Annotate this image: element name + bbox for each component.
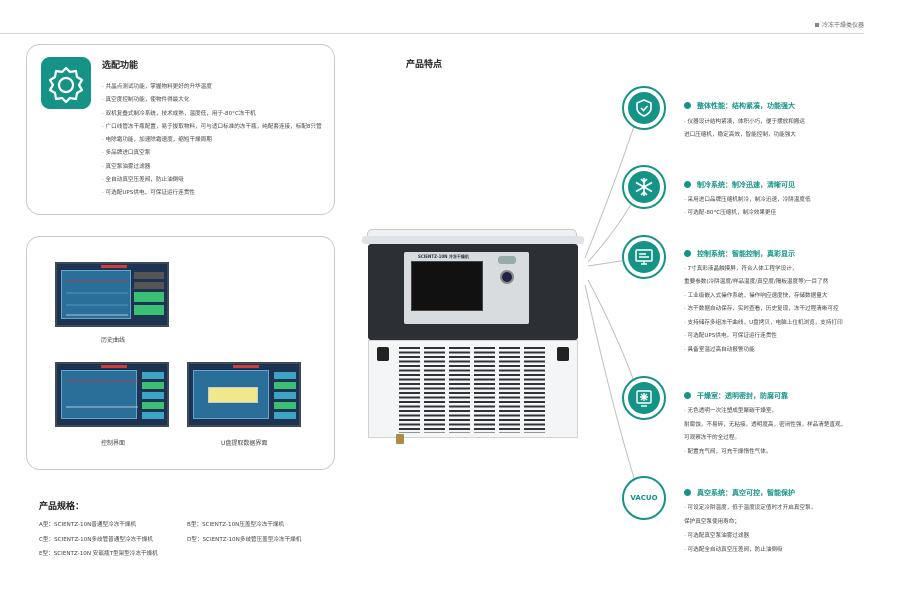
machine-lid-base [362, 236, 584, 244]
options-list: · 共晶点测试功能，掌握物料更好的升华温度 · 真空度控制功能，使物件得最大化 … [102, 81, 322, 201]
usb-caption: U盘提取数据界面 [221, 440, 268, 447]
feature-line: 耐腐蚀，不易碎，无粘接，透明度高，密闭性强，样品清楚直观， [684, 422, 847, 428]
feature-circle-vacuum: VACUO [622, 476, 666, 520]
feature-line: · 具备室温过高自动报警功能 [684, 347, 755, 353]
control-screenshot [55, 362, 169, 427]
feature-line: · 支持储存多组冻干曲线，U盘拷贝，电脑上位机浏览，支持打印 [684, 320, 843, 326]
options-title: 选配功能 [102, 61, 139, 71]
machine-body [368, 340, 578, 438]
list-item: · 真空度控制功能，使物件得最大化 [102, 97, 190, 104]
spec-item: B型：SCIENTZ-10N压盖型冷冻干燥机 [187, 522, 285, 528]
power-knob-icon [500, 270, 514, 284]
feature-line: 重要参数(冷阱温度/样品温度/真空度/隔板温度等)一目了然 [684, 279, 829, 285]
feature-heading: 真空系统：真空可控，智能保护 [697, 489, 795, 497]
feature-line: · 可选配-80°C压缩机，制冷效果更佳 [684, 210, 777, 216]
shield-check-icon [628, 92, 660, 124]
feature-circle-refrigeration [622, 165, 666, 209]
vent-grille [449, 347, 470, 433]
vacuo-label: VACUO [630, 494, 658, 502]
list-item: · 全自动真空压差阀，防止油倒吸 [102, 177, 184, 184]
vent-grille [474, 347, 495, 433]
feature-circle-performance [622, 86, 666, 130]
history-curve-screenshot [55, 262, 169, 327]
machine-front-panel: SCIENTZ-10N 冷冻干燥机 [368, 244, 578, 340]
feature-circle-control [622, 235, 666, 279]
list-item: · 共晶点测试功能，掌握物料更好的升华温度 [102, 84, 212, 90]
side-port-icon [557, 347, 569, 361]
feature-line: · 可选配UPS供电，可保证运行连贯性 [684, 333, 777, 339]
feature-line: · 7寸真彩液晶触摸屏，符合人体工程学设计， [684, 266, 798, 272]
header-divider [0, 33, 864, 34]
history-caption: 历史曲线 [101, 337, 126, 344]
screens-card: 历史曲线 控制界面 U盘提取数据界面 [26, 236, 335, 470]
feature-line: · 采用进口品牌压缩机制冷，制冷迅速，冷阱温度低 [684, 197, 811, 203]
bullet-dot [684, 489, 691, 496]
spec-item: D型：SCIENTZ-10N多歧管压盖型冷冻干燥机 [187, 537, 302, 543]
touch-screen [411, 261, 483, 311]
features-title: 产品特点 [406, 60, 443, 70]
feature-line: · 仪器设计结构紧凑，体积小巧，便于摆放和搬运 [684, 119, 806, 125]
category-text: 冷冻干燥类仪器 [821, 22, 864, 29]
control-panel: SCIENTZ-10N 冷冻干燥机 [404, 252, 529, 324]
control-caption: 控制界面 [101, 440, 126, 447]
vent-grille [399, 347, 420, 433]
feature-line: · 冻干数据自动保存，实时查看，历史复现，冻干过程清晰可控 [684, 306, 839, 312]
list-item: · 可选配UPS供电，可保证运行连贯性 [102, 190, 195, 197]
bullet-dot [684, 250, 691, 257]
vent-grille [524, 347, 545, 433]
gear-icon [41, 57, 91, 109]
category-label: 冷冻干燥类仪器 [814, 20, 864, 29]
machine-brand: SCIENTZ-10N 冷冻干燥机 [418, 254, 469, 259]
feature-line: · 可设定冷阱温度，低于温度设定值时才开启真空泵， [684, 505, 817, 511]
side-port-icon [377, 347, 389, 361]
usb-port-icon [498, 256, 516, 264]
drain-valve-icon [396, 434, 404, 444]
drying-chamber-icon [628, 382, 660, 414]
list-item: · 真空泵油雾过滤器 [102, 163, 151, 170]
bullet-dot [684, 102, 691, 109]
feature-heading: 控制系统：智能控制，真彩显示 [697, 250, 795, 258]
feature-line: 进口压缩机，稳定高效，智能控制，功能强大 [684, 132, 796, 138]
square-bullet-icon [814, 22, 819, 27]
feature-heading: 干燥室：透明密封，防腐可靠 [697, 392, 788, 400]
freeze-dryer-machine: SCIENTZ-10N 冷冻干燥机 [362, 228, 584, 446]
feature-line: · 可选配真空泵油雾过滤器 [684, 533, 750, 539]
list-item: · 广口线管冻干瓶配置，易于拔取物料，可与适口标准的冻干瓶，纯配套连接，标配8只… [102, 123, 322, 130]
snowflake-icon [628, 171, 660, 203]
usb-data-screenshot [187, 362, 301, 427]
vent-grille [424, 347, 445, 433]
feature-line: · 无色透明一次注塑成型聚碳干燥室， [684, 408, 778, 414]
feature-line: · 工业级嵌入式操作系统，操作响应速度快，存储数据量大 [684, 293, 828, 299]
specs-title: 产品规格： [39, 502, 85, 512]
vent-grille [499, 347, 520, 433]
spec-item: E型：SCIENTZ-10N 安瓿瓶T型架型冷冻干燥机 [39, 551, 158, 557]
list-item: · 电除霜功能，加速除霜速度，缩短干燥周期 [102, 137, 212, 144]
feature-circle-chamber [622, 376, 666, 420]
list-item: · 双机复叠式制冷系统，技术成熟，温度低，用于-80°C冻干机 [102, 110, 256, 117]
list-item: · 多品牌进口真空泵 [102, 150, 151, 157]
feature-line: 可观察冻干的全过程。 [684, 435, 740, 441]
feature-heading: 整体性能：结构紧凑，功能强大 [697, 102, 795, 110]
feature-line: 保护真空泵使用寿命； [684, 519, 740, 525]
monitor-icon [628, 241, 660, 273]
options-card: 选配功能 · 共晶点测试功能，掌握物料更好的升华温度 · 真空度控制功能，使物件… [26, 44, 335, 215]
bullet-dot [684, 392, 691, 399]
spec-item: A型：SCIENTZ-10N普通型冷冻干燥机 [39, 522, 137, 528]
feature-line: · 可选配全自动真空压差阀，防止油倒吸 [684, 547, 783, 553]
feature-line: · 配置充气阀，可充干燥惰性气体。 [684, 449, 772, 455]
bullet-dot [684, 181, 691, 188]
feature-heading: 制冷系统：制冷迅速，清晰可见 [697, 181, 795, 189]
spec-item: C型：SCIENTZ-10N多歧管普通型冷冻干燥机 [39, 537, 153, 543]
